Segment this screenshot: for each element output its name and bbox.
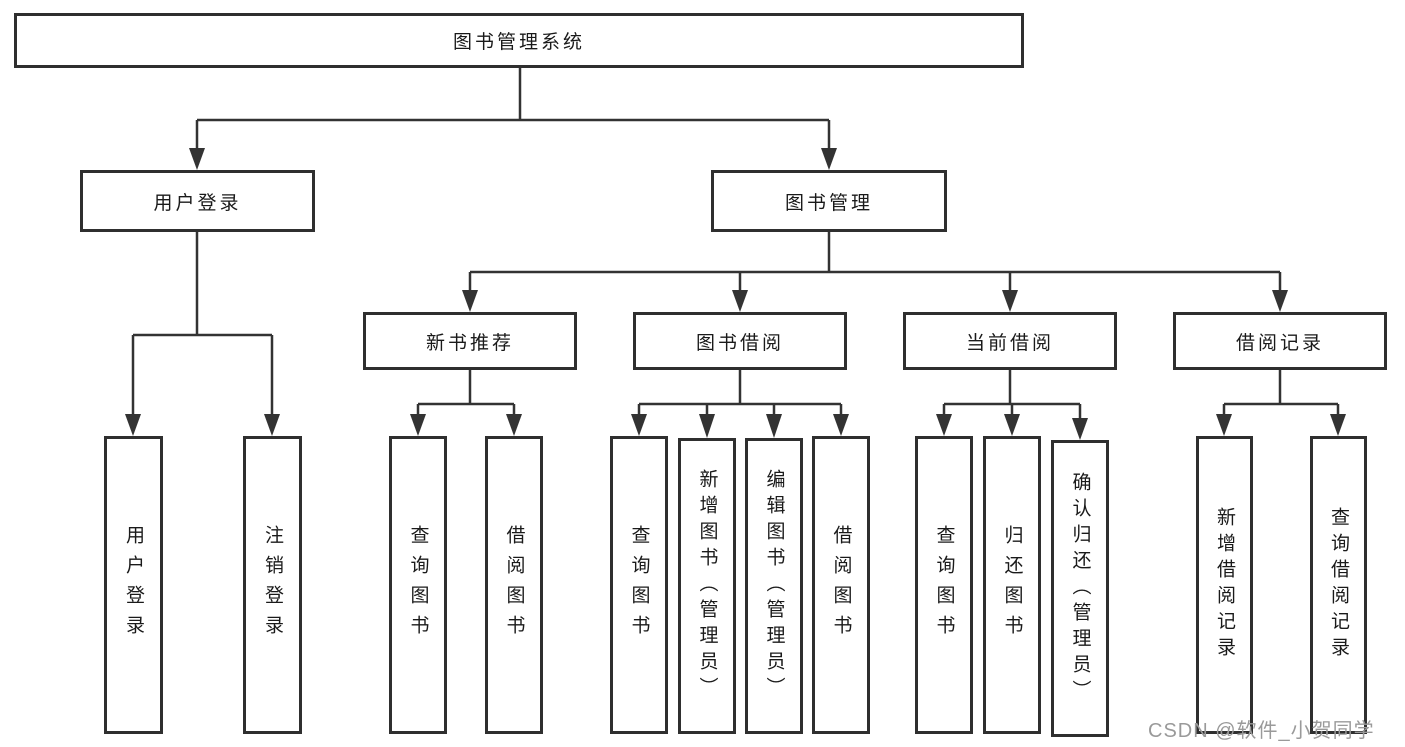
node-label: 查询借阅记录 xyxy=(1328,507,1349,663)
node-label: 查询图书 xyxy=(407,525,429,645)
leaf-bb-add-books-admin: 新增图书（管理员） xyxy=(678,438,736,734)
leaf-logout-login: 注销登录 xyxy=(243,436,302,734)
leaf-nbr-query-books: 查询图书 xyxy=(389,436,447,734)
leaf-bb-query-books: 查询图书 xyxy=(610,436,668,734)
node-label: 新增图书（管理员） xyxy=(696,469,718,703)
node-library-management-system: 图书管理系统 xyxy=(14,13,1024,68)
node-user-login: 用户登录 xyxy=(80,170,315,232)
node-current-borrowing: 当前借阅 xyxy=(903,312,1117,370)
node-book-management: 图书管理 xyxy=(711,170,947,232)
connector-segments xyxy=(131,68,1340,419)
node-label: 新增借阅记录 xyxy=(1214,507,1235,663)
node-label: 新书推荐 xyxy=(425,332,514,354)
leaf-user-login: 用户登录 xyxy=(104,436,163,734)
node-label: 图书管理 xyxy=(784,192,873,214)
node-label: 借阅图书 xyxy=(830,525,852,645)
node-label: 查询图书 xyxy=(933,525,955,645)
leaf-cb-return-books: 归还图书 xyxy=(983,436,1041,734)
node-label: 确认归还（管理员） xyxy=(1069,471,1091,706)
node-label: 编辑图书（管理员） xyxy=(763,469,785,703)
node-borrowing-records: 借阅记录 xyxy=(1173,312,1387,370)
csdn-watermark: CSDN @软件_小贺同学 xyxy=(1148,720,1375,742)
node-label: 用户登录 xyxy=(153,192,242,214)
node-label: 图书管理系统 xyxy=(452,32,585,53)
leaf-cb-confirm-return-admin: 确认归还（管理员） xyxy=(1051,440,1109,737)
node-label: 用户登录 xyxy=(123,525,144,645)
leaf-br-add-borrow-record: 新增借阅记录 xyxy=(1196,436,1253,734)
node-label: 借阅图书 xyxy=(503,525,525,645)
leaf-br-query-borrow-record: 查询借阅记录 xyxy=(1310,436,1367,734)
leaf-cb-query-books: 查询图书 xyxy=(915,436,973,734)
node-new-book-recommend: 新书推荐 xyxy=(363,312,577,370)
node-label: 注销登录 xyxy=(262,525,283,645)
node-book-borrowing: 图书借阅 xyxy=(633,312,847,370)
node-label: 当前借阅 xyxy=(965,332,1054,354)
node-label: 查询图书 xyxy=(628,525,650,645)
leaf-bb-borrow-books: 借阅图书 xyxy=(812,436,870,734)
node-label: 图书借阅 xyxy=(695,332,784,354)
node-label: 归还图书 xyxy=(1001,525,1023,645)
leaf-nbr-borrow-books: 借阅图书 xyxy=(485,436,543,734)
arrowheads xyxy=(125,148,1346,440)
leaf-bb-edit-books-admin: 编辑图书（管理员） xyxy=(745,438,803,734)
node-label: 借阅记录 xyxy=(1235,332,1324,354)
